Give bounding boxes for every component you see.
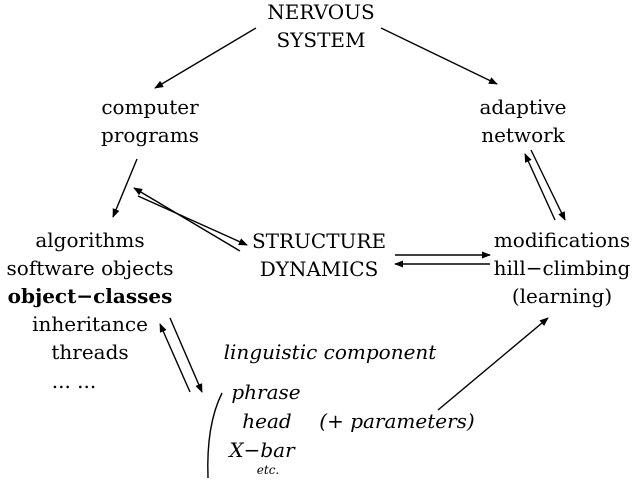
- arrow-classes-to-linguistic: [169, 317, 203, 393]
- structure-line: STRUCTURE: [252, 229, 386, 253]
- arrow-nervous-to-network: [380, 27, 498, 85]
- software-objects-item: software objects: [7, 256, 174, 280]
- ellipsis-item: ... ...: [52, 369, 97, 393]
- arrow-structure-to-programs: [133, 187, 241, 252]
- threads-item: threads: [51, 340, 128, 364]
- algorithms-list-node: algorithms software objects object−class…: [7, 228, 174, 393]
- arrows: [112, 27, 566, 411]
- nervous-system-line-1: NERVOUS: [267, 0, 375, 24]
- etc-item: etc.: [257, 463, 279, 477]
- computer-programs-node: computer programs: [101, 95, 199, 147]
- arrow-network-to-modifications: [530, 149, 566, 221]
- phrase-item: phrase: [231, 380, 300, 404]
- arrow-linguistic-to-classes: [159, 323, 191, 393]
- x-bar-item: X−bar: [227, 438, 296, 462]
- learning-item: (learning): [512, 284, 612, 308]
- object-classes-item: object−classes: [8, 284, 173, 308]
- linguistic-items-node: phrase head X−bar etc.: [207, 380, 301, 479]
- computer-programs-line-2: programs: [101, 123, 199, 147]
- computer-programs-line-1: computer: [101, 95, 199, 119]
- adaptive-network-line-2: network: [481, 123, 565, 147]
- dynamics-line: DYNAMICS: [260, 257, 379, 281]
- arrow-modifications-to-network: [524, 153, 556, 221]
- arrow-parameters-to-learning: [437, 317, 549, 411]
- arrow-programs-to-algorithms: [112, 158, 138, 218]
- nervous-system-node: NERVOUS SYSTEM: [267, 0, 375, 52]
- nervous-system-line-2: SYSTEM: [276, 28, 365, 52]
- algorithms-item: algorithms: [35, 228, 144, 252]
- left-brace-curve: [207, 392, 223, 479]
- arrow-nervous-to-programs: [154, 27, 257, 89]
- hill-climbing-item: hill−climbing: [494, 256, 631, 280]
- adaptive-network-node: adaptive network: [479, 95, 566, 147]
- modifications-list-node: modifications hill−climbing (learning): [494, 228, 631, 308]
- inheritance-item: inheritance: [32, 312, 148, 336]
- adaptive-network-line-1: adaptive: [479, 95, 566, 119]
- arrow-programs-to-structure: [137, 195, 248, 246]
- modifications-item: modifications: [494, 228, 630, 252]
- linguistic-component-label: linguistic component: [224, 340, 438, 364]
- structure-dynamics-node: STRUCTURE DYNAMICS: [252, 229, 386, 281]
- head-item: head: [242, 409, 291, 433]
- parameters-label: (+ parameters): [319, 409, 474, 433]
